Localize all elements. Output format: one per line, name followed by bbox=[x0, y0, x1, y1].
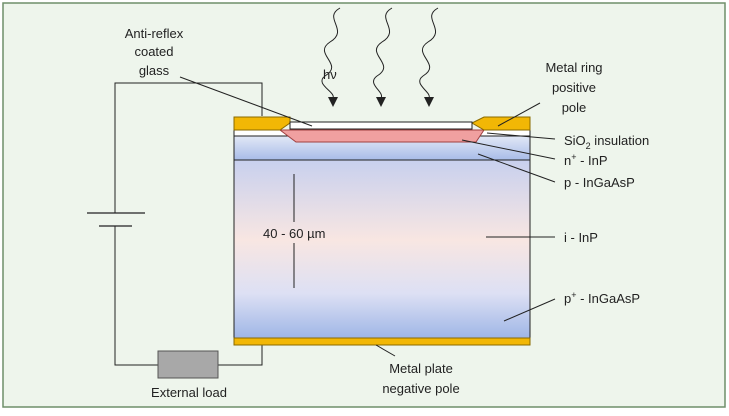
sio2-label-suffix: insulation bbox=[591, 133, 650, 148]
thickness-label: 40 - 60 µm bbox=[263, 226, 325, 241]
sio2-label: SiO2 insulation bbox=[564, 133, 649, 151]
p-ingaasp-label: p - InGaAsP bbox=[564, 175, 635, 190]
metal-ring-label-2: positive bbox=[552, 80, 596, 95]
p-plus-label-sup: + bbox=[571, 290, 576, 300]
metal-ring-left bbox=[233, 116, 291, 131]
external-load-label: External load bbox=[151, 385, 227, 400]
leader-lines bbox=[179, 76, 556, 357]
anti-reflex-label-1: Anti-reflex bbox=[125, 26, 184, 41]
metal-ring-label-1: Metal ring bbox=[545, 60, 602, 75]
metal-ring-label-3: pole bbox=[562, 100, 587, 115]
p-plus-label-prefix: p bbox=[564, 291, 571, 306]
n-inp-label-sup: + bbox=[571, 152, 576, 162]
i-inp-layer bbox=[233, 159, 531, 339]
n-inp-region bbox=[278, 129, 485, 143]
n-inp-label: n+ - InP bbox=[564, 152, 608, 168]
anti-reflex-label-3: glass bbox=[139, 63, 170, 78]
photon-energy-label: hν bbox=[323, 67, 337, 82]
battery-symbol bbox=[87, 212, 145, 227]
sio2-label-sub: 2 bbox=[586, 141, 591, 151]
n-inp-label-suffix: - InP bbox=[577, 153, 608, 168]
light-waves bbox=[321, 7, 439, 99]
p-plus-label-suffix: - InGaAsP bbox=[577, 291, 641, 306]
metal-ring-right bbox=[470, 116, 531, 131]
sio2-label-prefix: SiO bbox=[564, 133, 586, 148]
anti-reflex-label-2: coated bbox=[134, 44, 173, 59]
anti-reflex-glass bbox=[289, 121, 473, 130]
i-inp-label: i - InP bbox=[564, 230, 598, 245]
metal-plate-label-1: Metal plate bbox=[389, 361, 453, 376]
circuit-wires bbox=[114, 82, 263, 366]
p-plus-label: p+ - InGaAsP bbox=[564, 290, 640, 306]
p-ingaasp-layer bbox=[233, 135, 531, 161]
light-arrowheads bbox=[328, 97, 434, 107]
n-inp-label-prefix: n bbox=[564, 153, 571, 168]
external-load-box bbox=[157, 350, 219, 379]
metal-plate bbox=[233, 337, 531, 346]
metal-plate-label-2: negative pole bbox=[382, 381, 459, 396]
